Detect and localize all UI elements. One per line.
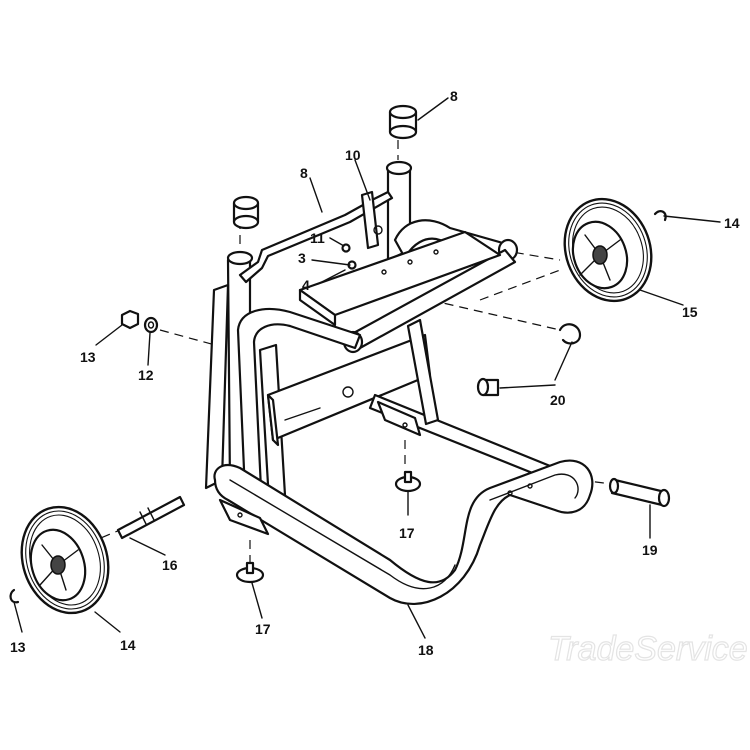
left-wheel [9, 505, 110, 615]
callout-15: 15 [682, 304, 698, 320]
callout-20: 20 [550, 392, 566, 408]
callout-8-top: 8 [450, 88, 458, 104]
callout-14-right: 14 [724, 215, 740, 231]
callout-13-bottom: 13 [10, 639, 26, 655]
tube-caps [232, 104, 418, 230]
callout-17-left: 17 [255, 621, 271, 637]
callout-10: 10 [345, 147, 361, 163]
callout-13-left: 13 [80, 349, 96, 365]
callout-8-handle: 8 [300, 165, 308, 181]
callout-4: 4 [302, 277, 310, 293]
callout-3: 3 [298, 250, 306, 266]
axle-19 [608, 477, 671, 508]
clips [476, 323, 582, 397]
watermark: TradeService [548, 630, 748, 668]
callout-numbers: 8 10 8 11 3 4 14 15 13 12 20 17 16 13 14… [10, 88, 740, 658]
feet [235, 470, 422, 584]
callout-11: 11 [310, 230, 325, 246]
cart-frame [204, 160, 594, 606]
callout-19: 19 [642, 542, 658, 558]
callout-12: 12 [138, 367, 154, 383]
leader-lines [13, 97, 721, 639]
callout-14-left: 14 [120, 637, 136, 653]
callout-16: 16 [162, 557, 178, 573]
nut-washer [120, 309, 159, 334]
axle-rod [116, 495, 186, 540]
right-wheel [563, 197, 667, 303]
callout-17-right: 17 [399, 525, 415, 541]
callout-18: 18 [418, 642, 434, 658]
handle-bar [238, 190, 394, 284]
